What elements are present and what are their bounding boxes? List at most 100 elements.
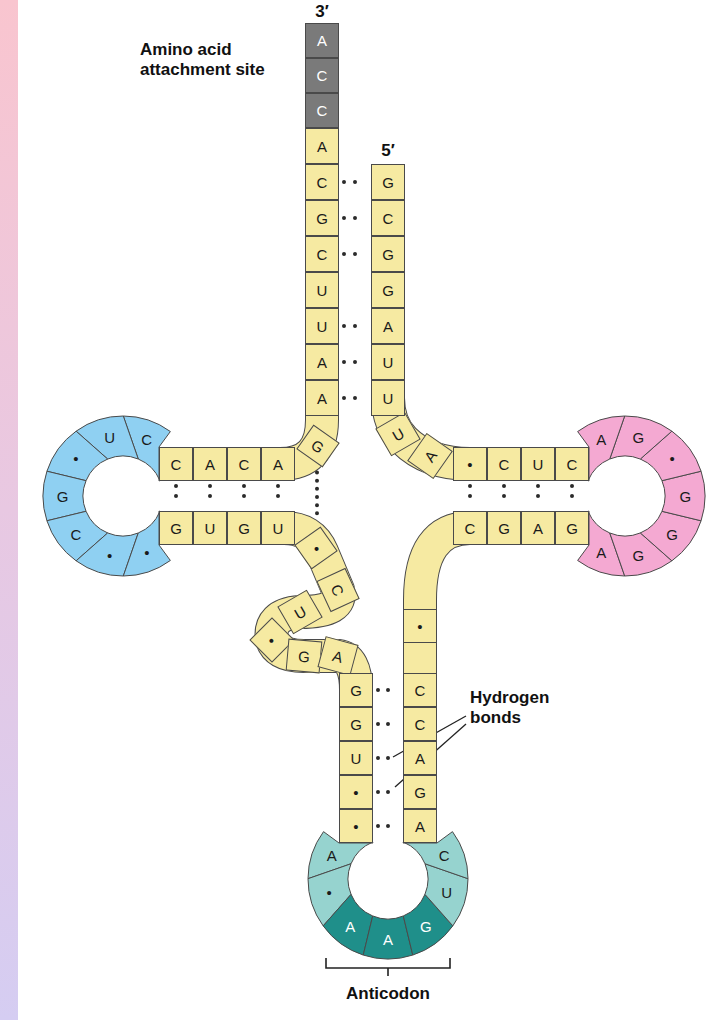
nucleotide-cell: • [339, 775, 373, 809]
nucleotide-cell: • [339, 809, 373, 843]
base-letter: A [273, 457, 283, 472]
hydrogen-bond [502, 486, 506, 506]
nucleotide-cell: U [305, 308, 339, 344]
base-letter: • [353, 819, 358, 834]
base-letter: • [669, 451, 674, 466]
nucleotide-cell: U [339, 741, 373, 775]
base-letter: C [439, 848, 450, 863]
label-text: 3′ [302, 2, 342, 22]
nucleotide-cell: • [294, 527, 337, 570]
backbone-outline [168, 528, 356, 834]
nucleotide-cell: G [159, 511, 193, 545]
base-letter: A [383, 319, 393, 334]
hydrogen-bond [208, 486, 212, 506]
nucleotide-cell: A [261, 447, 295, 481]
nucleotide-cell: U [277, 590, 322, 635]
base-letter: U [205, 521, 216, 536]
base-letter: A [415, 751, 425, 766]
base-letter: C [71, 526, 82, 541]
nucleotide-cell: G [371, 164, 405, 200]
nucleotide-cell: U [261, 511, 295, 545]
diagram-label: 5′ [368, 141, 408, 161]
label-text: Amino acid attachment site [140, 40, 300, 81]
nucleotide-cell: C [305, 58, 339, 93]
base-letter: G [170, 521, 182, 536]
page-background [18, 0, 718, 1020]
base-letter: C [317, 247, 328, 262]
backbone-fill [420, 528, 580, 834]
base-letter: G [382, 175, 394, 190]
base-letter: G [309, 437, 327, 456]
base-letter: C [329, 582, 347, 598]
base-letter: G [350, 717, 362, 732]
hydrogen-bond [344, 396, 366, 400]
base-letter: A [421, 448, 439, 465]
nucleotide-cell: G [305, 200, 339, 236]
hydrogen-bond [344, 216, 366, 220]
label-text: Hydrogen bonds [470, 688, 570, 729]
base-letter: A [415, 819, 425, 834]
hydrogen-bond [378, 756, 398, 760]
base-letter: C [171, 457, 182, 472]
nucleotide-cell: U [521, 447, 555, 481]
base-letter: U [533, 457, 544, 472]
label-text: Anticodon [318, 984, 458, 1004]
base-letter: A [345, 919, 355, 934]
base-letter: A [317, 33, 327, 48]
base-letter: C [317, 175, 328, 190]
base-letter: C [415, 683, 426, 698]
base-letter: G [414, 785, 426, 800]
nucleotide-cell: A [317, 636, 358, 676]
base-letter: G [298, 648, 311, 664]
base-letter: • [353, 785, 358, 800]
base-letter: C [567, 457, 578, 472]
base-letter: • [107, 547, 112, 562]
nucleotide-cell: G [371, 236, 405, 272]
hydrogen-bond [378, 824, 398, 828]
base-letter: A [533, 521, 543, 536]
backbone-fill [168, 124, 322, 464]
backbone-outline [388, 170, 580, 464]
hydrogen-bond [276, 486, 280, 506]
base-letter: G [566, 521, 578, 536]
nucleotide-cell: U [371, 344, 405, 380]
base-letter: C [239, 457, 250, 472]
diagram-label: 3′ [302, 2, 342, 22]
hydrogen-bond [378, 688, 398, 692]
nucleotide-cell: C [305, 236, 339, 272]
nucleotide-cell: A [521, 511, 555, 545]
nucleotide-cell: C [487, 447, 521, 481]
diagram-label: Anticodon [318, 984, 458, 1004]
base-letter: G [632, 430, 644, 445]
base-letter: A [383, 932, 393, 947]
nucleotide-cell: C [371, 200, 405, 236]
base-letter: A [596, 432, 606, 447]
base-letter: • [327, 885, 332, 900]
nucleotide-cell: C [453, 511, 487, 545]
base-letter: G [57, 489, 69, 504]
nucleotide-cell: A [305, 344, 339, 380]
base-letter: G [666, 526, 678, 541]
nucleotide-cell: A [193, 447, 227, 481]
hydrogen-bond [344, 324, 366, 328]
nucleotide-cell: C [555, 447, 589, 481]
nucleotide-cell: A [305, 380, 339, 416]
base-letter: U [383, 355, 394, 370]
base-letter: A [205, 457, 215, 472]
nucleotide-cell: C [403, 673, 437, 707]
diagram-label: Hydrogen bonds [470, 688, 570, 729]
nucleotide-cell: • [453, 447, 487, 481]
hydrogen-bond [344, 252, 366, 256]
nucleotide-cell: • [403, 609, 437, 643]
base-letter: C [465, 521, 476, 536]
base-letter: A [596, 545, 606, 560]
base-letter: A [327, 848, 337, 863]
hydrogen-bond [570, 486, 574, 506]
base-letter: A [317, 355, 327, 370]
base-letter: G [680, 489, 692, 504]
base-letter: G [382, 247, 394, 262]
nucleotide-cell: C [159, 447, 193, 481]
backbone-fill [168, 528, 356, 834]
